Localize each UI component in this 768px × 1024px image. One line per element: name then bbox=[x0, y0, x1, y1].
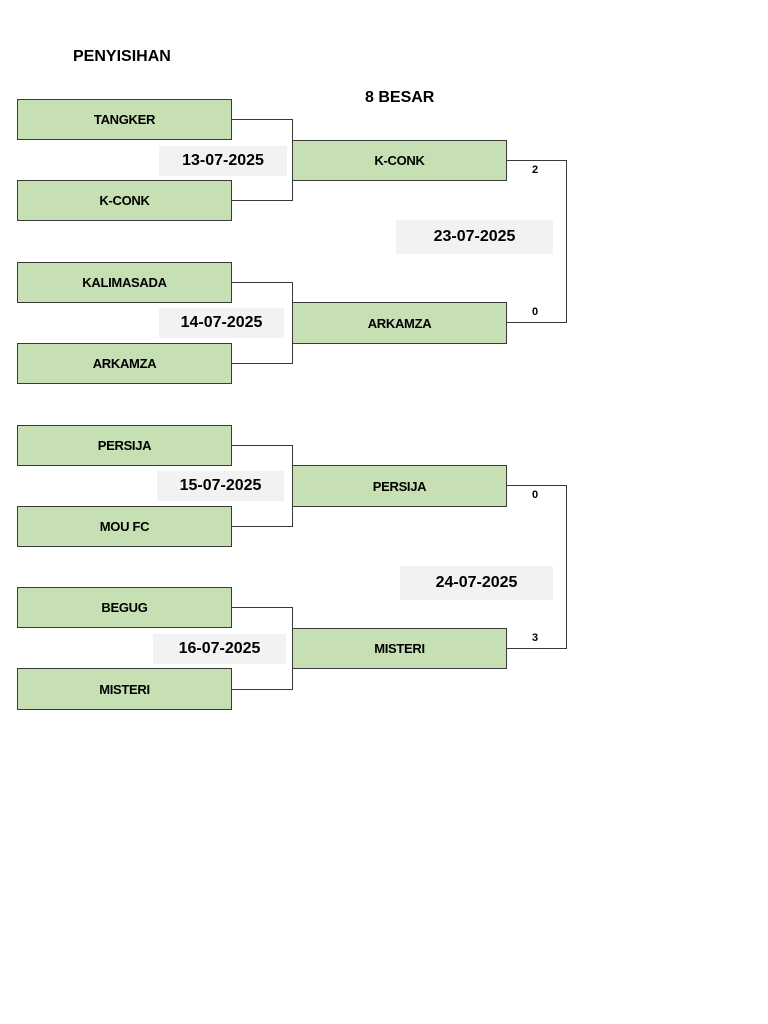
round1-team-3: KALIMASADA bbox=[17, 262, 232, 303]
connector-line bbox=[232, 363, 293, 364]
match-date-4: 16-07-2025 bbox=[153, 634, 286, 664]
connector-line bbox=[232, 607, 293, 608]
connector-line bbox=[507, 322, 567, 323]
round1-team-8: MISTERI bbox=[17, 668, 232, 710]
connector-line bbox=[232, 119, 293, 120]
score-4: 3 bbox=[532, 632, 539, 644]
connector-line bbox=[232, 282, 293, 283]
connector-line bbox=[566, 485, 567, 649]
connector-line bbox=[566, 160, 567, 323]
round1-team-1: TANGKER bbox=[17, 99, 232, 140]
connector-line bbox=[507, 648, 567, 649]
round2-team-3: PERSIJA bbox=[292, 465, 507, 507]
connector-line bbox=[507, 160, 567, 161]
match-date-5: 23-07-2025 bbox=[396, 220, 553, 254]
match-date-2: 14-07-2025 bbox=[159, 308, 284, 338]
round2-team-4: MISTERI bbox=[292, 628, 507, 669]
connector-line bbox=[232, 526, 293, 527]
score-3: 0 bbox=[532, 489, 539, 501]
round2-heading: 8 BESAR bbox=[365, 89, 435, 106]
match-date-1: 13-07-2025 bbox=[159, 146, 287, 176]
connector-line bbox=[232, 200, 293, 201]
match-date-3: 15-07-2025 bbox=[157, 471, 284, 501]
score-1: 2 bbox=[532, 164, 539, 176]
match-date-6: 24-07-2025 bbox=[400, 566, 553, 600]
connector-line bbox=[232, 689, 293, 690]
round1-team-7: BEGUG bbox=[17, 587, 232, 628]
round1-heading: PENYISIHAN bbox=[73, 48, 171, 65]
connector-line bbox=[232, 445, 293, 446]
round1-team-2: K-CONK bbox=[17, 180, 232, 221]
round2-team-2: ARKAMZA bbox=[292, 302, 507, 344]
score-2: 0 bbox=[532, 306, 539, 318]
round1-team-6: MOU FC bbox=[17, 506, 232, 547]
round1-team-4: ARKAMZA bbox=[17, 343, 232, 384]
round2-team-1: K-CONK bbox=[292, 140, 507, 181]
round1-team-5: PERSIJA bbox=[17, 425, 232, 466]
connector-line bbox=[507, 485, 567, 486]
